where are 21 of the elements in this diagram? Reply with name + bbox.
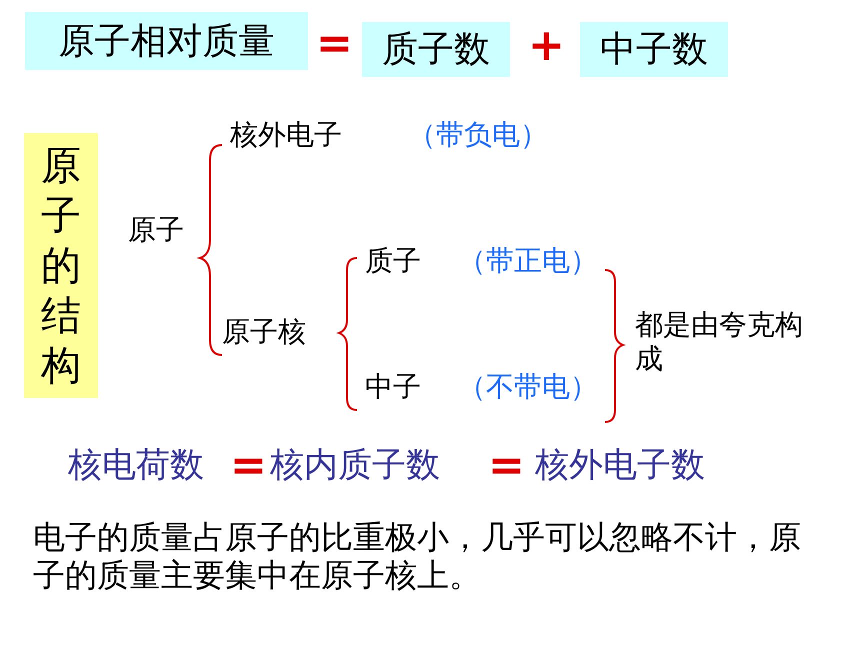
charge-note: （带负电）: [408, 118, 548, 152]
charge-note: （不带电）: [458, 370, 598, 404]
vertical-title-box: 原子的结构: [24, 133, 98, 398]
term-label: 核电荷数: [68, 445, 204, 486]
plus-sign: +: [528, 20, 565, 73]
equals-sign: =: [488, 440, 525, 493]
term-label: 原子: [128, 213, 184, 247]
term-box: 中子数: [580, 22, 728, 77]
term-label: 核外电子: [230, 118, 342, 152]
charge-note: （带正电）: [458, 244, 598, 278]
title-box: 原子相对质量: [25, 12, 308, 70]
term-label: 核外电子数: [535, 445, 705, 486]
equals-sign: =: [316, 18, 353, 71]
paragraph: 电子的质量占原子的比重极小，几乎可以忽略不计，原子的质量主要集中在原子核上。: [33, 518, 802, 595]
equals-sign: =: [230, 440, 267, 493]
term-label: 核内质子数: [270, 445, 440, 486]
term-label: 中子: [365, 370, 421, 404]
term-label: 质子: [365, 244, 421, 278]
note-text: 都是由夸克构成: [635, 308, 804, 376]
term-label: 原子核: [222, 315, 306, 349]
term-box: 质子数: [362, 22, 510, 77]
